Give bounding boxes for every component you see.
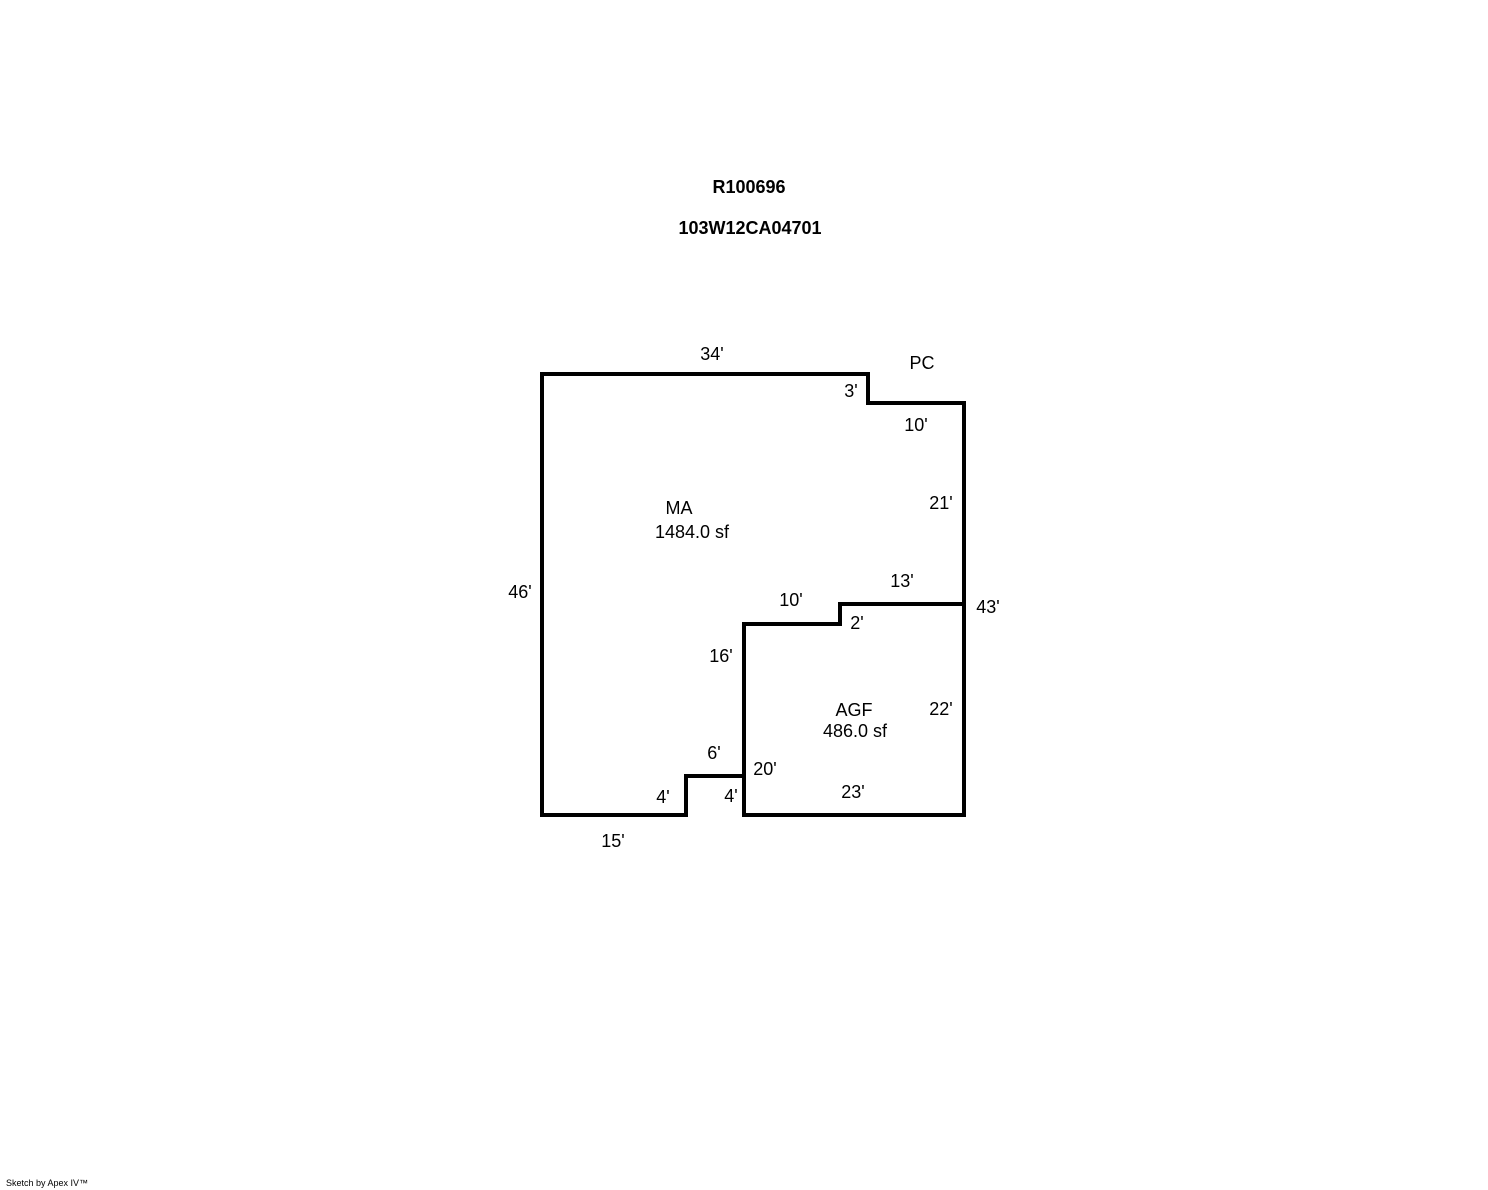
parcel-number: 103W12CA04701 xyxy=(678,218,821,238)
ma-area: 1484.0 sf xyxy=(655,522,730,542)
label-pc: PC xyxy=(909,353,934,373)
dim-agf-top-right: 13' xyxy=(890,571,913,591)
record-id: R100696 xyxy=(712,177,785,197)
dim-agf-bottom: 23' xyxy=(841,782,864,802)
dim-notch-h: 10' xyxy=(904,415,927,435)
ma-label: MA xyxy=(666,498,693,518)
dim-agf-right: 22' xyxy=(929,699,952,719)
dim-agf-step: 2' xyxy=(850,613,863,633)
agf-area: 486.0 sf xyxy=(823,721,888,741)
dim-bottom-step-left: 4' xyxy=(656,787,669,807)
dim-agf-top-left: 10' xyxy=(779,590,802,610)
dim-left: 46' xyxy=(508,582,531,602)
dim-step-top: 6' xyxy=(707,743,720,763)
ma-outline xyxy=(540,372,966,817)
dim-step-right: 4' xyxy=(724,786,737,806)
dim-notch-v: 3' xyxy=(844,381,857,401)
agf-label: AGF xyxy=(835,700,872,720)
dim-right-upper: 21' xyxy=(929,493,952,513)
footer-credit: Sketch by Apex IV™ xyxy=(6,1178,89,1188)
dim-top: 34' xyxy=(700,344,723,364)
dim-bottom-left: 15' xyxy=(601,831,624,851)
agf-outline xyxy=(742,602,964,815)
dim-agf-inner-left: 20' xyxy=(753,759,776,779)
dim-agf-left: 16' xyxy=(709,646,732,666)
dim-right-total: 43' xyxy=(976,597,999,617)
